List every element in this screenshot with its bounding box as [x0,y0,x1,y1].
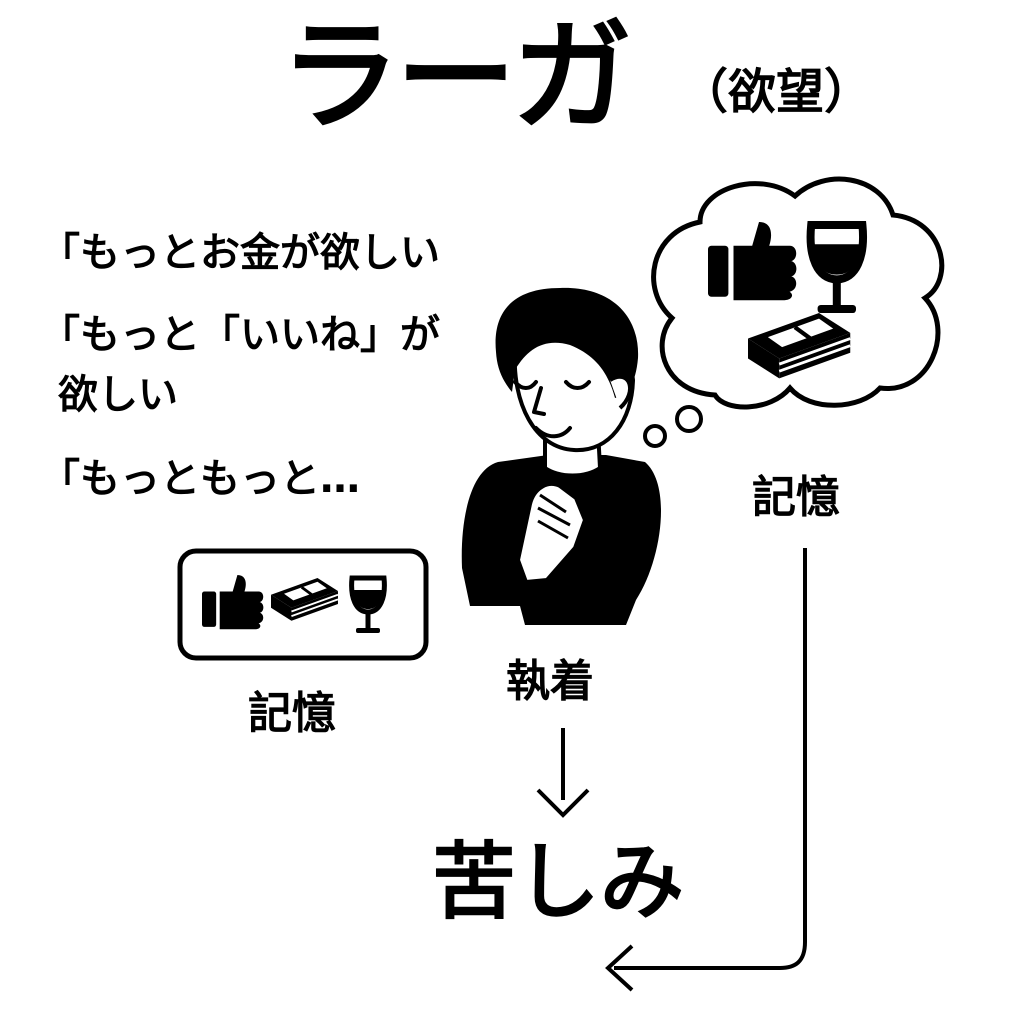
person-illustration [461,287,661,625]
memory-box-label: 記憶 [248,688,336,739]
attachment-label: 執着 [506,656,594,707]
desire-quote-likes-cont: 欲しい [58,372,178,418]
suffering-label: 苦しみ [432,833,685,931]
desire-quote-likes: 「もっと「いいね」が [40,312,440,358]
page-subtitle: （欲望） [680,64,873,120]
memory-box [177,548,429,661]
desire-quote-money: 「もっとお金が欲しい [40,230,440,276]
attachment-to-suffering-arrow [536,728,590,818]
thought-bubble [643,176,945,448]
memory-thought-label: 記憶 [752,472,840,523]
desire-quote-more: 「もっともっと… [40,456,360,502]
page-title: ラーガ [280,8,632,147]
memory-to-suffering-arrow [605,548,807,992]
